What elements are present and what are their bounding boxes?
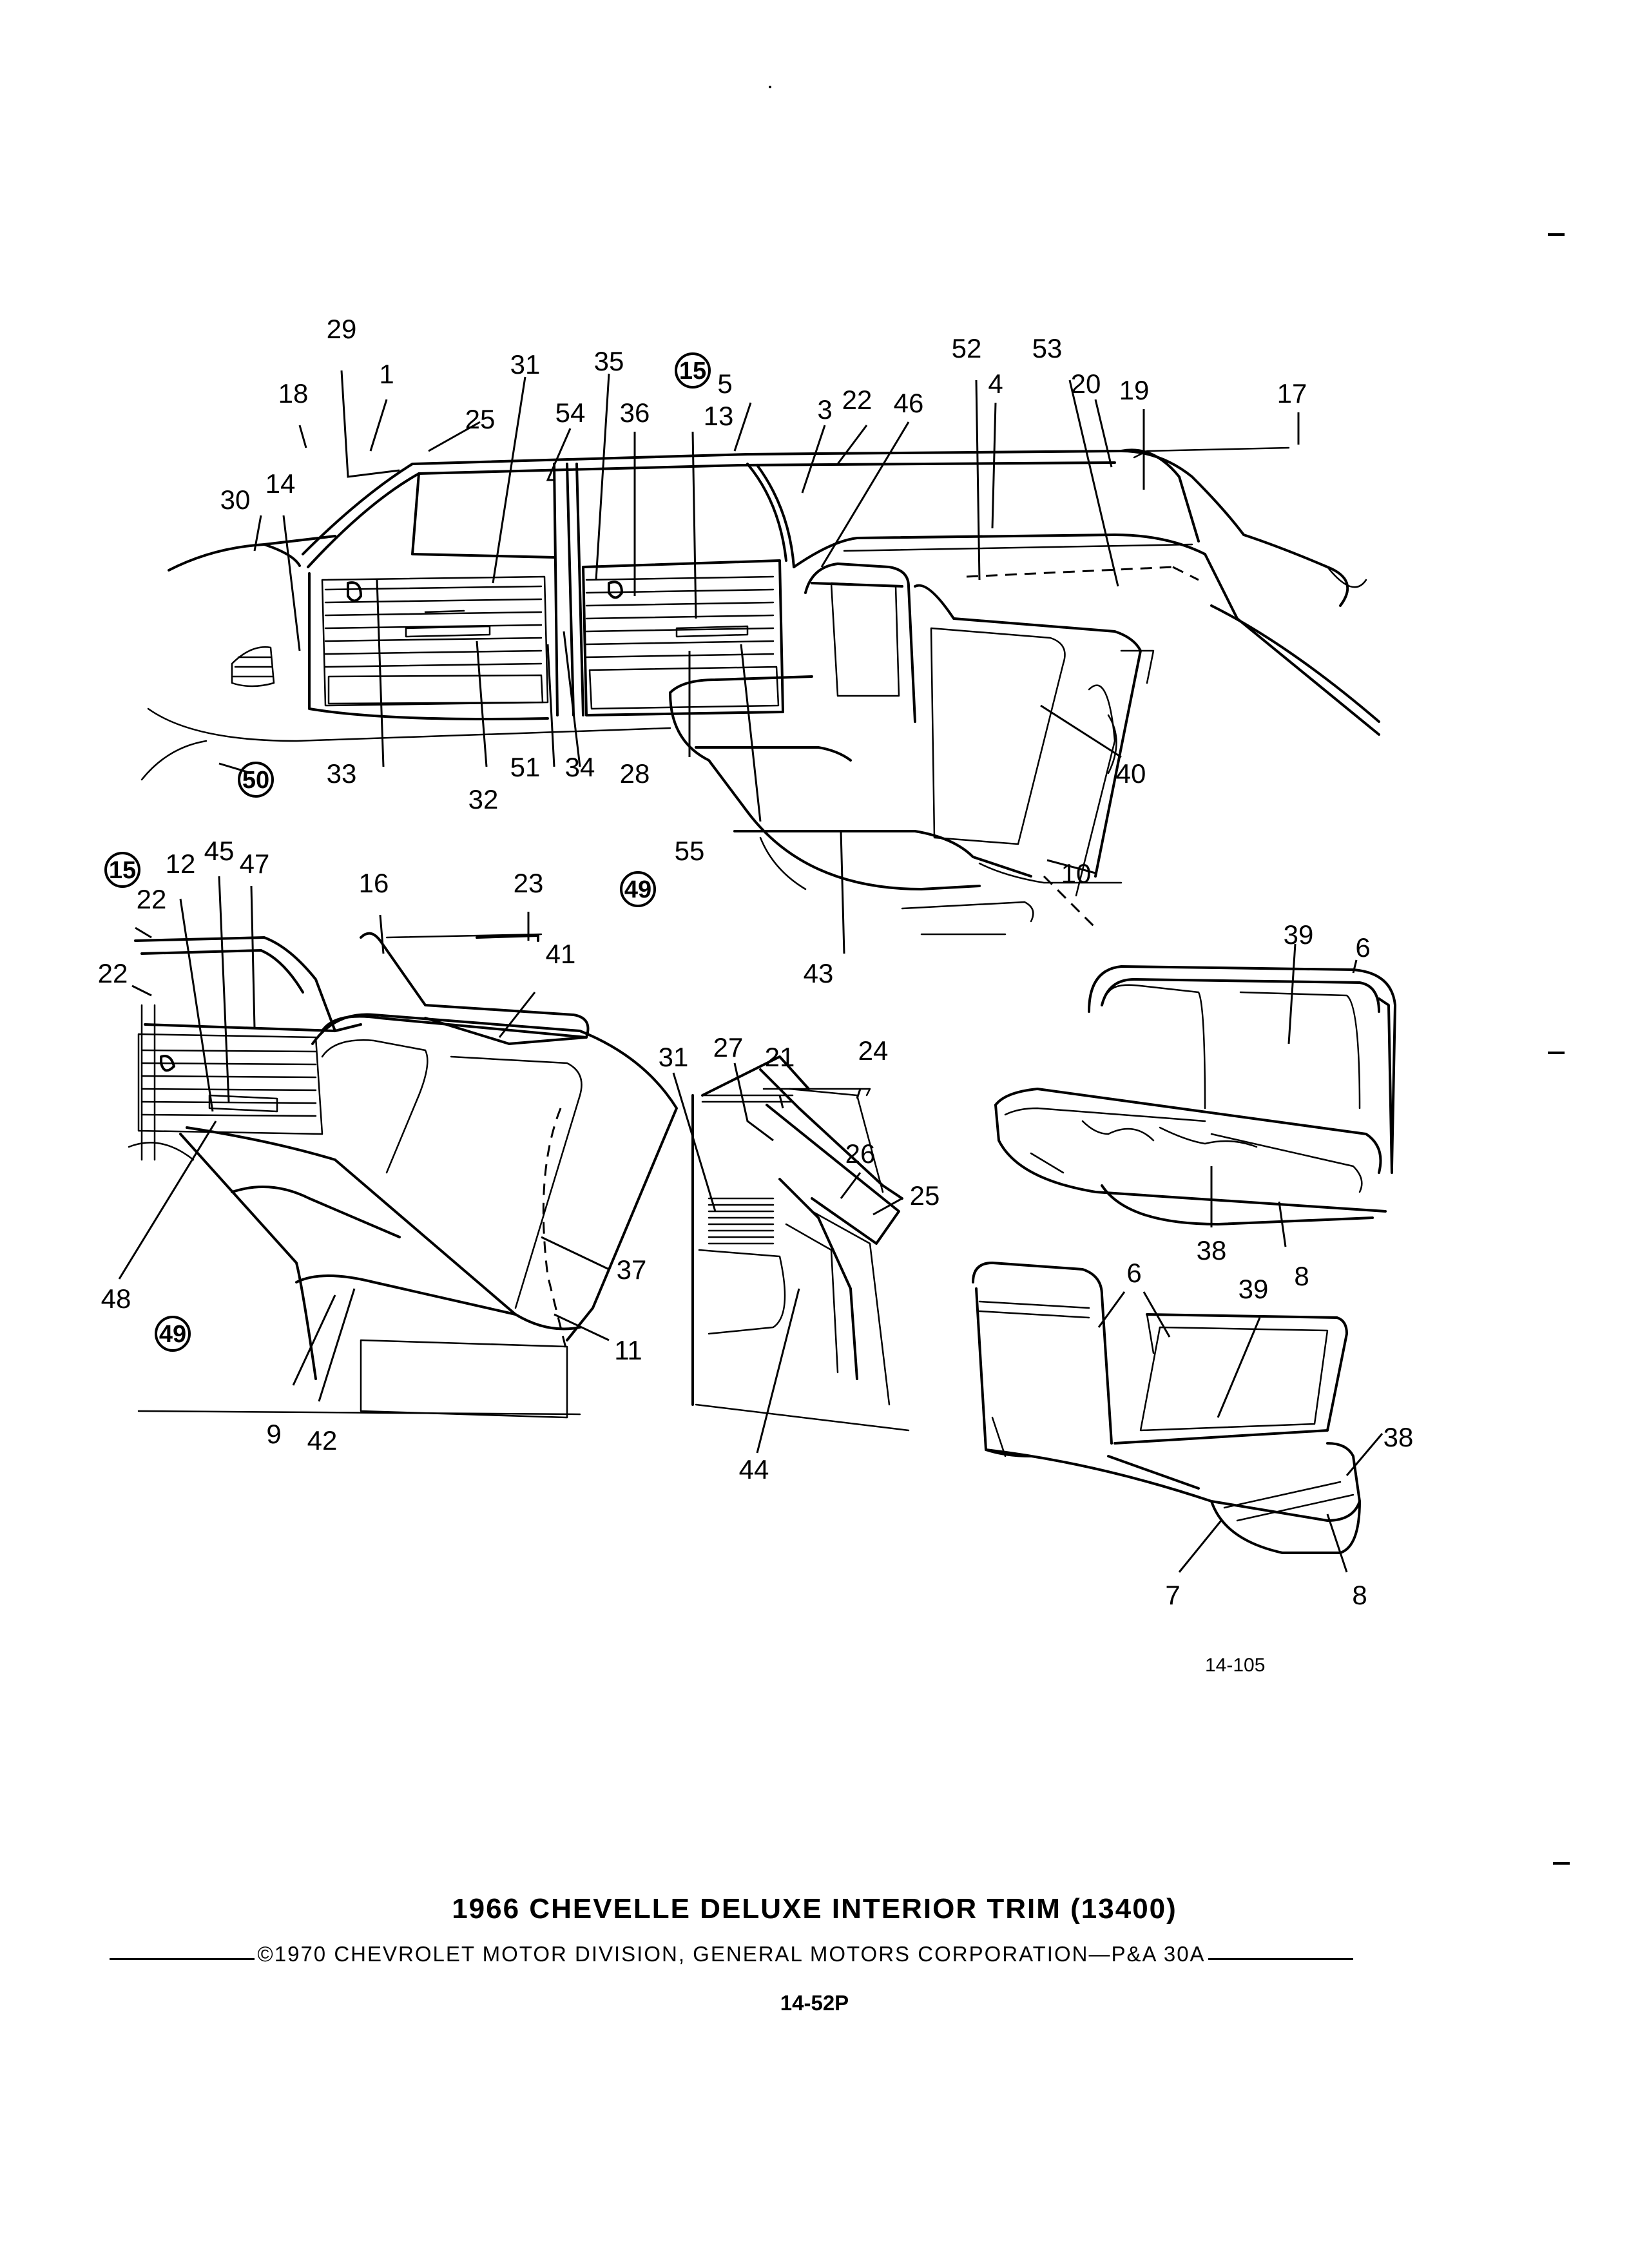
callout-44: 44 [739,1454,769,1485]
callout-54: 54 [555,398,586,428]
callout-52: 52 [952,333,982,363]
callout-1: 1 [379,359,394,389]
callout-43: 43 [804,958,834,988]
callout-45: 45 [204,836,235,866]
main-interior-view: 29 1 18 25 30 14 31 54 35 36 5 13 3 22 4… [140,314,1380,988]
callout-50: 50 [242,767,269,794]
bench-seat-assembly: 39 6 38 8 6 39 38 7 8 [972,919,1414,1610]
callout-42: 42 [307,1425,338,1456]
left-rule [110,1957,255,1960]
callout-6: 6 [1355,932,1370,963]
callout-27: 27 [713,1032,744,1062]
callout-32: 32 [468,784,499,814]
page-title: 1966 CHEVELLE DELUXE INTERIOR TRIM (1340… [452,1893,1177,1925]
callout-18: 18 [278,378,309,408]
callout-41: 41 [546,939,576,969]
callout-15: 15 [109,857,136,884]
callout-21: 21 [765,1042,795,1072]
callout-15: 15 [679,358,706,385]
callout-37: 37 [617,1254,647,1285]
callout-5: 5 [717,369,732,399]
callout-25: 25 [465,404,496,434]
callout-8: 8 [1352,1580,1367,1610]
callout-51: 51 [510,752,541,782]
figure-number: 14-105 [1205,1655,1266,1676]
callout-33: 33 [327,758,357,789]
edge-mark [1553,1862,1570,1865]
callout-22: 22 [137,884,167,914]
callout-13: 13 [704,401,734,431]
callout-39: 39 [1284,919,1314,950]
callout-55: 55 [675,836,705,866]
callout-26: 26 [845,1139,876,1169]
callout-28: 28 [620,758,650,789]
callout-34: 34 [565,752,595,782]
callout-49: 49 [624,876,651,903]
callout-22: 22 [98,958,128,988]
callout-38: 38 [1197,1235,1227,1265]
rear-seat-detail-view: 15 12 45 47 22 22 16 23 41 49 37 11 48 4… [98,836,678,1456]
callout-14: 14 [265,468,296,499]
callout-31: 31 [510,349,541,380]
callout-35: 35 [594,346,624,376]
callout-40: 40 [1116,758,1146,789]
callout-17: 17 [1277,378,1307,408]
callout-30: 30 [220,485,251,515]
callout-19: 19 [1119,375,1150,405]
quarter-trim-detail: 31 27 21 24 26 25 44 [659,1032,940,1485]
callout-8: 8 [1294,1261,1309,1291]
page-number: 14-52P [780,1991,849,2015]
edge-mark [1548,233,1565,236]
callout-20: 20 [1071,369,1101,399]
callout-7: 7 [1165,1580,1180,1610]
callout-29: 29 [327,314,357,344]
callout-4: 4 [988,369,1003,399]
callout-31: 31 [659,1042,689,1072]
callout-46: 46 [894,388,924,418]
callout-38: 38 [1383,1422,1414,1452]
callout-10: 10 [1061,858,1092,889]
callout-16: 16 [359,868,389,898]
callout-22: 22 [842,385,872,415]
callout-23: 23 [514,868,544,898]
callout-6: 6 [1126,1258,1141,1288]
copyright-line: ©1970 CHEVROLET MOTOR DIVISION, GENERAL … [110,1942,1353,1966]
callout-11: 11 [614,1335,642,1365]
callout-9: 9 [266,1419,281,1449]
callout-53: 53 [1032,333,1063,363]
callout-47: 47 [240,849,270,879]
callout-12: 12 [166,849,196,879]
callout-39: 39 [1239,1274,1269,1304]
copyright-text: ©1970 CHEVROLET MOTOR DIVISION, GENERAL … [257,1942,1206,1966]
callout-24: 24 [858,1035,889,1066]
callout-48: 48 [101,1283,131,1314]
callout-3: 3 [817,394,832,425]
right-rule [1208,1957,1353,1960]
callout-25: 25 [910,1180,940,1211]
callout-49: 49 [159,1321,186,1348]
callout-36: 36 [620,398,650,428]
edge-mark [1548,1052,1565,1054]
